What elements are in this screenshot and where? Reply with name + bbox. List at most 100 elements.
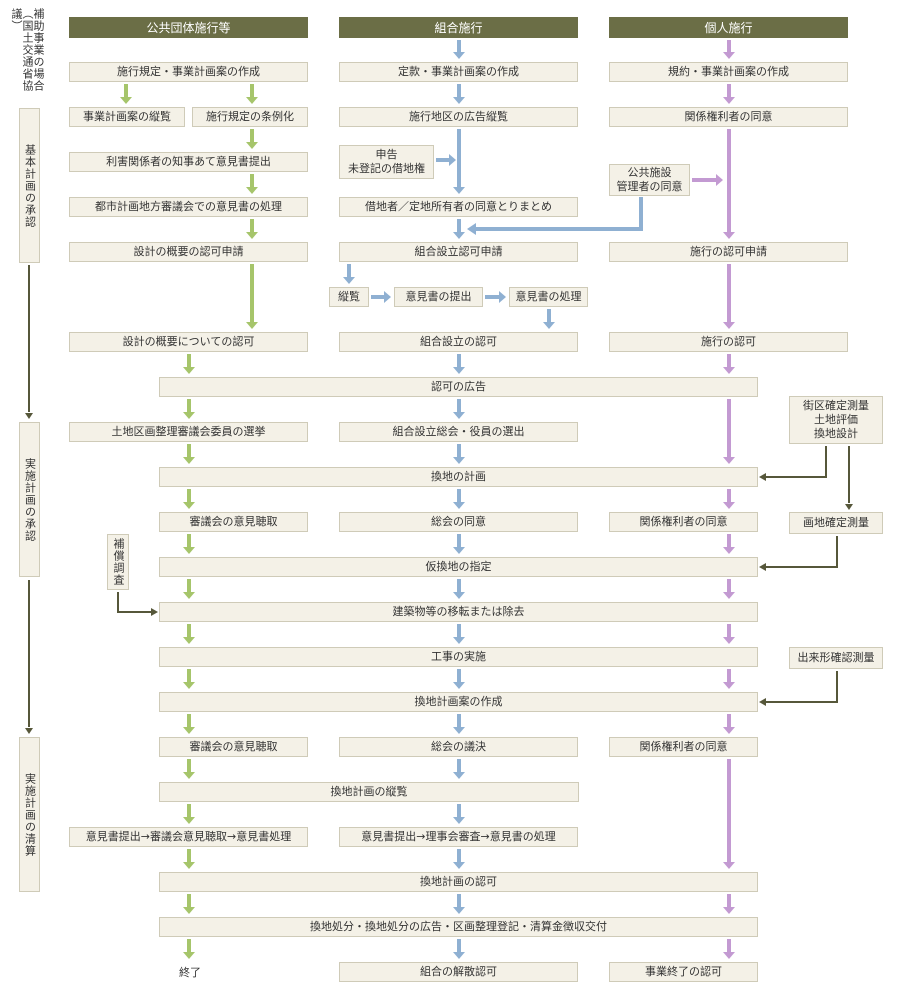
union-step-establish-request: 組合設立認可申請 <box>339 242 578 262</box>
flow-arrow-head <box>723 97 735 104</box>
flow-arrow-head <box>343 277 355 284</box>
connector-line <box>766 536 838 568</box>
header-public: 公共団体施行等 <box>69 17 308 38</box>
shared-step-replot-draft: 換地計画案の作成 <box>159 692 758 712</box>
flow-arrow-head <box>716 174 723 186</box>
flow-arrow-head <box>723 547 735 554</box>
flow-arrow-head <box>183 367 195 374</box>
compensation-survey: 補償調査 <box>107 534 129 590</box>
flow-arrow-head <box>453 952 465 959</box>
flow-arrow-head <box>183 592 195 599</box>
phase-basic-plan-approval: 基本計画の承認 <box>19 108 40 263</box>
header-union: 組合施行 <box>339 17 578 38</box>
flow-arrow-head <box>183 412 195 419</box>
survey-as-built: 出来形確認測量 <box>789 647 883 669</box>
public-step-create-rules: 施行規定・事業計画案の作成 <box>69 62 308 82</box>
individual-step-approval: 施行の認可 <box>609 332 848 352</box>
connector-line <box>766 446 827 478</box>
union-step-lease-report: 申告 未登記の借地権 <box>339 145 434 179</box>
shared-step-approval-notice: 認可の広告 <box>159 377 758 397</box>
flow-arrow-head <box>723 682 735 689</box>
flow-arrow-head <box>453 502 465 509</box>
phase-implementation-plan-settlement: 実施計画の清算 <box>19 737 40 892</box>
flow-arrow-head <box>723 907 735 914</box>
flow-arrow-head <box>183 907 195 914</box>
union-step-board-review: 意見書提出→理事会審査→意見書の処理 <box>339 827 578 847</box>
union-step-articles: 定款・事業計画案の作成 <box>339 62 578 82</box>
flow-arrow-head <box>723 232 735 239</box>
public-step-end: 終了 <box>179 966 201 979</box>
connector-head <box>151 608 158 616</box>
connector-head <box>25 413 33 419</box>
flow-arrow-head <box>453 727 465 734</box>
flow-arrow-head <box>543 322 555 329</box>
public-step-plan-inspection: 事業計画案の縦覧 <box>69 107 185 127</box>
flow-arrow-head <box>723 592 735 599</box>
flow-arrow-head <box>246 232 258 239</box>
shared-step-construction: 工事の実施 <box>159 647 758 667</box>
flow-arrow-head <box>246 187 258 194</box>
flow-arrow-head <box>183 817 195 824</box>
flow-arrow-head <box>453 457 465 464</box>
union-step-general-meeting: 組合設立総会・役員の選出 <box>339 422 578 442</box>
flow-arrow-head <box>723 727 735 734</box>
connector-head <box>759 698 766 706</box>
shared-step-provisional-replot: 仮換地の指定 <box>159 557 758 577</box>
public-step-opinion-process: 意見書提出→審議会意見聴取→意見書処理 <box>69 827 308 847</box>
flow-arrow-head <box>453 547 465 554</box>
connector-head <box>25 728 33 734</box>
union-step-opinion-process: 意見書の処理 <box>509 287 588 307</box>
flow-arrow-head <box>723 862 735 869</box>
union-step-opinion-submit: 意見書の提出 <box>394 287 483 307</box>
shared-step-replot-approval: 換地計画の認可 <box>159 872 758 892</box>
union-step-dissolution: 組合の解散認可 <box>339 962 578 982</box>
individual-step-facility-consent: 公共施設 管理者の同意 <box>609 164 690 196</box>
union-step-establish-approval: 組合設立の認可 <box>339 332 578 352</box>
flow-arrow-head <box>453 52 465 59</box>
union-step-area-notice: 施行地区の広告縦覧 <box>339 107 578 127</box>
shared-step-replot-inspection: 換地計画の縦覧 <box>159 782 579 802</box>
flow-arrow-head <box>723 367 735 374</box>
flow-arrow-head <box>453 592 465 599</box>
flow-arrow-head <box>723 322 735 329</box>
connector-head <box>759 563 766 571</box>
flow-arrow-head <box>183 457 195 464</box>
phase-implementation-plan-approval: 実施計画の承認 <box>19 422 40 577</box>
flow-arrow-head <box>183 637 195 644</box>
flow-arrow-head <box>467 223 476 235</box>
flow-arrow-head <box>453 412 465 419</box>
flow-arrow-head <box>723 637 735 644</box>
union-step-meeting-resolution: 総会の議決 <box>339 737 578 757</box>
flow-arrow-head <box>453 862 465 869</box>
individual-step-rights-consent-1: 関係権利者の同意 <box>609 107 848 127</box>
flow-arrow-head <box>246 97 258 104</box>
flow-arrow-head <box>183 547 195 554</box>
flow-arrow-head <box>449 154 456 166</box>
header-individual: 個人施行 <box>609 17 848 38</box>
flow-arrow-head <box>723 52 735 59</box>
flow-arrow-head <box>723 502 735 509</box>
union-step-meeting-consent: 総会の同意 <box>339 512 578 532</box>
union-step-consent-gathering: 借地者／定地所有者の同意とりまとめ <box>339 197 578 217</box>
individual-step-bylaws: 規約・事業計画案の作成 <box>609 62 848 82</box>
flow-arrow-head <box>453 907 465 914</box>
flow-arrow-shaft <box>476 197 643 231</box>
flow-arrow-head <box>453 772 465 779</box>
flow-arrow-head <box>453 637 465 644</box>
flow-arrow-head <box>120 97 132 104</box>
flow-arrow-head <box>453 232 465 239</box>
flow-arrow-head <box>453 97 465 104</box>
public-step-council-election: 土地区画整理審議会委員の選挙 <box>69 422 308 442</box>
public-step-ordinance: 施行規定の条例化 <box>192 107 308 127</box>
flow-arrow-head <box>183 862 195 869</box>
flow-arrow-head <box>453 187 465 194</box>
flow-arrow-head <box>723 952 735 959</box>
flow-arrow-head <box>453 367 465 374</box>
shared-step-replot-disposition: 換地処分・換地処分の広告・区画整理登記・清算金徴収交付 <box>159 917 758 937</box>
flow-arrow-head <box>183 727 195 734</box>
public-step-council-hearing-2: 審議会の意見聴取 <box>159 737 308 757</box>
flow-arrow-head <box>499 291 506 303</box>
survey-parcel: 画地確定測量 <box>789 512 883 534</box>
connector-head <box>759 473 766 481</box>
